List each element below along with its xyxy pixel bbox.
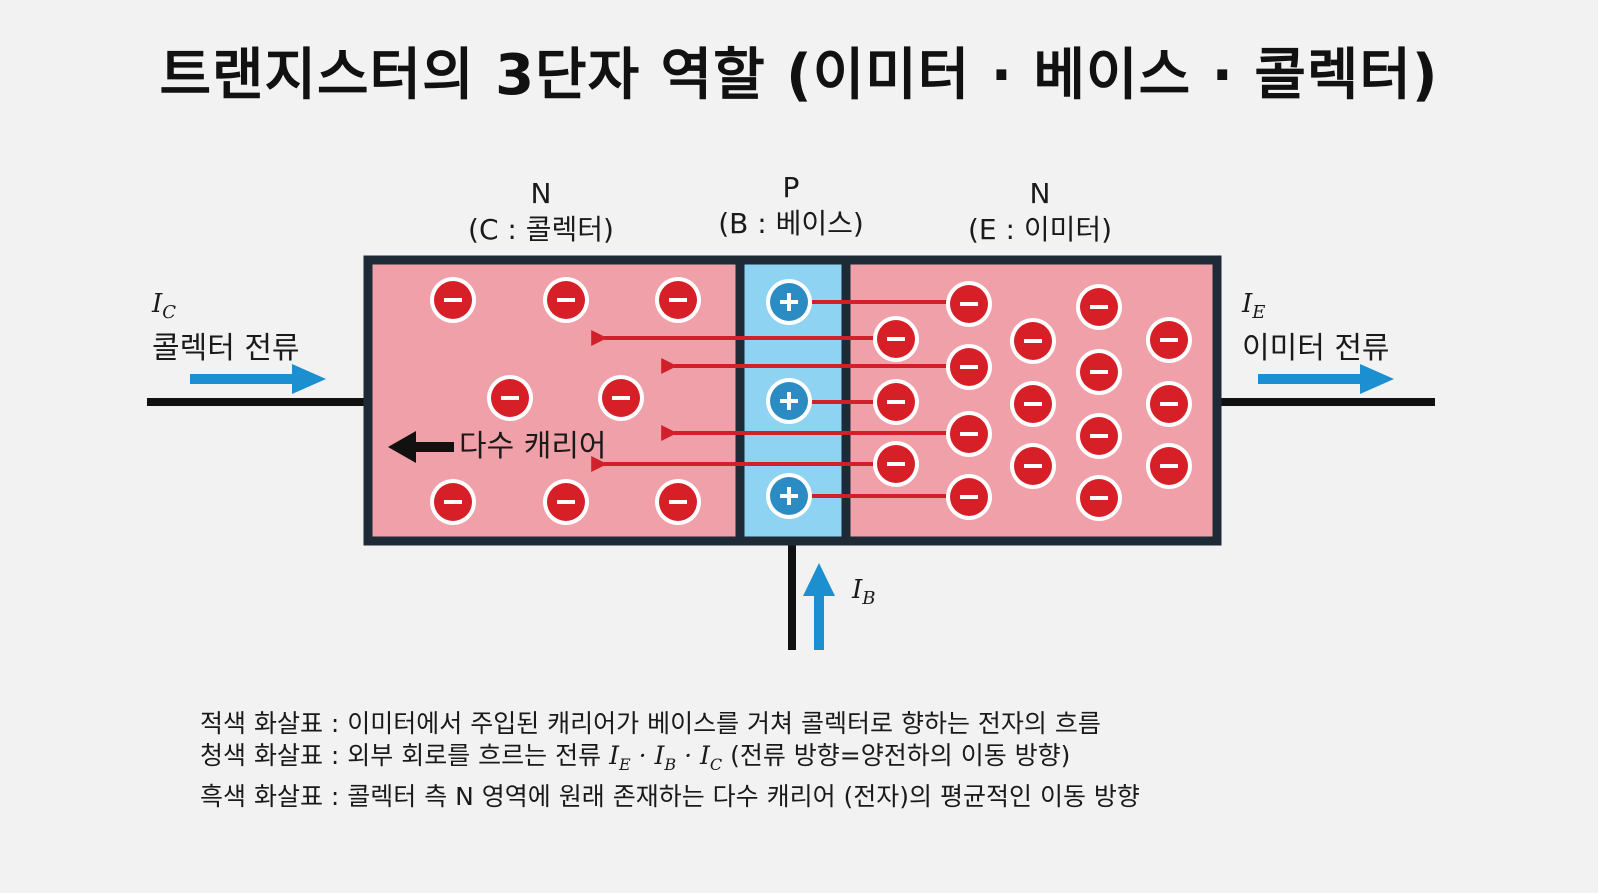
hole-2 — [766, 378, 812, 424]
electron-flow-arrows — [591, 294, 948, 504]
electron-1 — [430, 277, 476, 323]
majority-carrier-arrow — [388, 431, 454, 463]
collector-region-label: N (C : 콜렉터) — [441, 176, 641, 248]
legend-black-line: 흑색 화살표 : 콜렉터 측 N 영역에 원래 존재하는 다수 캐리어 (전자)… — [200, 782, 1140, 811]
emitter-type: N — [1029, 177, 1051, 210]
emitter-current-text: 이미터 전류 — [1242, 331, 1390, 367]
collector-current-arrow — [190, 364, 326, 394]
electron-24 — [946, 474, 992, 520]
electron-2 — [543, 277, 589, 323]
base-current-label: IB — [852, 575, 876, 610]
emitter-name: (E : 이미터) — [967, 213, 1113, 246]
electron-3 — [655, 277, 701, 323]
electron-9 — [946, 281, 992, 327]
collector-current-text: 콜렉터 전류 — [152, 331, 300, 367]
electron-21 — [873, 441, 919, 487]
device-border — [363, 255, 1222, 546]
legend-blue-prefix: 청색 화살표 : 외부 회로를 흐르는 전류 — [200, 741, 602, 770]
electron-14 — [946, 344, 992, 390]
electron-12 — [1010, 318, 1056, 364]
emitter-current-label: IE 이미터 전류 — [1242, 286, 1390, 367]
electron-8 — [655, 479, 701, 525]
electron-18 — [1146, 381, 1192, 427]
base-current-arrow — [803, 563, 835, 650]
base-region-label: P (B : 베이스) — [691, 170, 891, 242]
base-type: P — [782, 171, 800, 204]
electron-10 — [1076, 284, 1122, 330]
electron-15 — [1076, 349, 1122, 395]
legend-red-line: 적색 화살표 : 이미터에서 주입된 캐리어가 베이스를 거쳐 콜렉터로 향하는… — [200, 709, 1101, 738]
electron-6 — [430, 479, 476, 525]
electron-17 — [1010, 381, 1056, 427]
legend-blue-line: 청색 화살표 : 외부 회로를 흐르는 전류 IE · IB · IC (전류 … — [200, 740, 1140, 781]
emitter-region-label: N (E : 이미터) — [940, 176, 1140, 248]
electron-20 — [1076, 413, 1122, 459]
legend-blue-symbols: IE · IB · IC — [609, 741, 723, 774]
hole-1 — [766, 279, 812, 325]
collector-current-symbol: IC — [152, 289, 177, 324]
electron-23 — [1146, 443, 1192, 489]
base-name: (B : 베이스) — [718, 207, 864, 240]
legend: 적색 화살표 : 이미터에서 주입된 캐리어가 베이스를 거쳐 콜렉터로 향하는… — [200, 708, 1140, 813]
electron-13 — [1146, 317, 1192, 363]
electron-5 — [598, 375, 644, 421]
electron-11 — [873, 316, 919, 362]
collector-current-label: IC 콜렉터 전류 — [152, 286, 300, 367]
electron-16 — [873, 379, 919, 425]
page-title: 트랜지스터의 3단자 역할 (이미터 · 베이스 · 콜렉터) — [159, 43, 1439, 108]
electron-25 — [1076, 475, 1122, 521]
hole-3 — [766, 473, 812, 519]
electron-22 — [1010, 443, 1056, 489]
charge-carriers — [430, 277, 1192, 525]
emitter-current-arrow — [1258, 364, 1394, 394]
electron-19 — [946, 411, 992, 457]
collector-type: N — [530, 177, 552, 210]
electron-7 — [543, 479, 589, 525]
legend-blue-suffix: (전류 방향=양전하의 이동 방향) — [730, 741, 1071, 770]
electron-4 — [487, 375, 533, 421]
collector-name: (C : 콜렉터) — [468, 213, 614, 246]
majority-carrier-label: 다수 캐리어 — [459, 429, 607, 464]
emitter-current-symbol: IE — [1242, 289, 1266, 324]
